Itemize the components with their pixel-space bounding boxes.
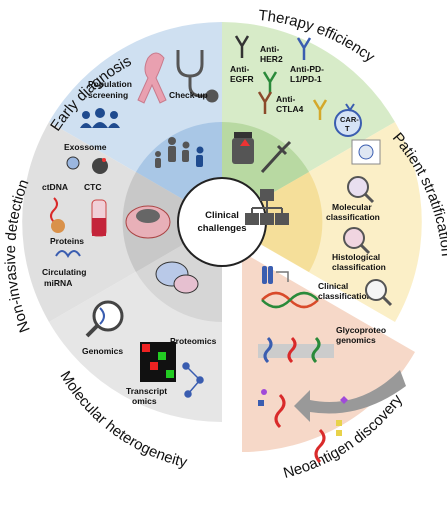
proteins-icon xyxy=(51,219,65,233)
noninvasive-detection-sector xyxy=(22,122,222,322)
heatmap-icon xyxy=(140,342,176,382)
anti-pd-label-1: Anti-PD- xyxy=(290,64,324,74)
population-icon xyxy=(80,108,120,128)
curved-arrow-icon xyxy=(294,370,406,422)
histological-label-1: Histological xyxy=(332,252,380,262)
ctc-cell-icon xyxy=(92,158,108,174)
proteins-label: Proteins xyxy=(50,236,84,246)
anti-pd-label-2: L1/PD-1 xyxy=(290,74,322,84)
family-icon xyxy=(155,137,204,168)
syringe-icon xyxy=(260,140,292,174)
noninvasive-inner xyxy=(122,172,222,272)
population-label: Population xyxy=(88,79,132,89)
histological-label-2: classification xyxy=(332,262,386,272)
car-t-cell-icon xyxy=(334,103,362,137)
glycopeptide-icons xyxy=(258,389,348,464)
anti-her2-label-2: HER2 xyxy=(260,54,283,64)
center-title-line1: Clinical xyxy=(205,210,239,221)
genomics-magnifier-icon xyxy=(85,300,124,338)
transcriptomics-label-1: Transcript xyxy=(126,386,167,396)
clinical-magnifier-icon xyxy=(365,279,393,307)
ribbon-icon xyxy=(137,52,167,104)
stethoscope-icon xyxy=(176,50,219,103)
molecular-label-2: classification xyxy=(326,212,380,222)
proteomics-label: Proteomics xyxy=(170,336,217,346)
ctdna-icon xyxy=(50,197,58,223)
antibody-egfr-icon xyxy=(234,35,250,58)
glycoproteo-label-2: genomics xyxy=(336,335,376,345)
chromosome-icon xyxy=(262,266,273,284)
center-title-line2: challenges xyxy=(197,223,246,234)
glycoproteo-label-1: Glycoproteo xyxy=(336,325,386,335)
car-t-label-2: T xyxy=(345,124,350,133)
tissue-sample-icon xyxy=(125,205,171,239)
antibody-ctla4-icon xyxy=(257,91,273,114)
genome-bar xyxy=(258,344,334,358)
anti-egfr-label-1: Anti- xyxy=(230,64,250,74)
arrow-icon xyxy=(276,271,289,282)
transcriptomics-label-2: omics xyxy=(132,396,157,406)
molecular-magnifier-icon xyxy=(347,176,375,204)
protein-network-icon xyxy=(182,362,204,398)
medicine-bottle-icon xyxy=(232,132,254,164)
screening-label: screening xyxy=(88,90,128,100)
exosome-icon xyxy=(66,156,80,170)
genomics-label: Genomics xyxy=(82,346,123,356)
car-t-label-1: CAR- xyxy=(340,115,359,124)
anti-ctla4-label-1: Anti- xyxy=(276,94,296,104)
circulating-label-2: miRNA xyxy=(44,278,72,288)
anti-her2-label-1: Anti- xyxy=(260,44,280,54)
ctc-label: CTC xyxy=(84,182,101,192)
hierarchy-icon xyxy=(245,189,289,225)
clinical-label-1: Clinical xyxy=(318,281,348,291)
chromosome-panel-icon xyxy=(351,139,381,165)
anti-ctla4-label-2: CTLA4 xyxy=(276,104,304,114)
histological-magnifier-icon xyxy=(343,227,371,255)
clinical-label-2: classification xyxy=(318,291,372,301)
checkup-label: Check-up xyxy=(169,90,208,100)
circulating-label-1: Circulating xyxy=(42,267,86,277)
tumor-cells-icon xyxy=(155,261,199,294)
antibody-yellow-icon xyxy=(312,99,328,120)
peptide-icons xyxy=(263,336,321,364)
anti-egfr-label-2: EGFR xyxy=(230,74,254,84)
mirna-icon xyxy=(55,250,81,258)
exosome-label: Exossome xyxy=(64,142,107,152)
molecular-label-1: Molecular xyxy=(332,202,372,212)
antibody-pd1-icon xyxy=(296,37,312,60)
blood-tube-icon xyxy=(91,199,107,237)
dna-icon xyxy=(261,291,319,309)
ctdna-label: ctDNA xyxy=(42,182,68,192)
